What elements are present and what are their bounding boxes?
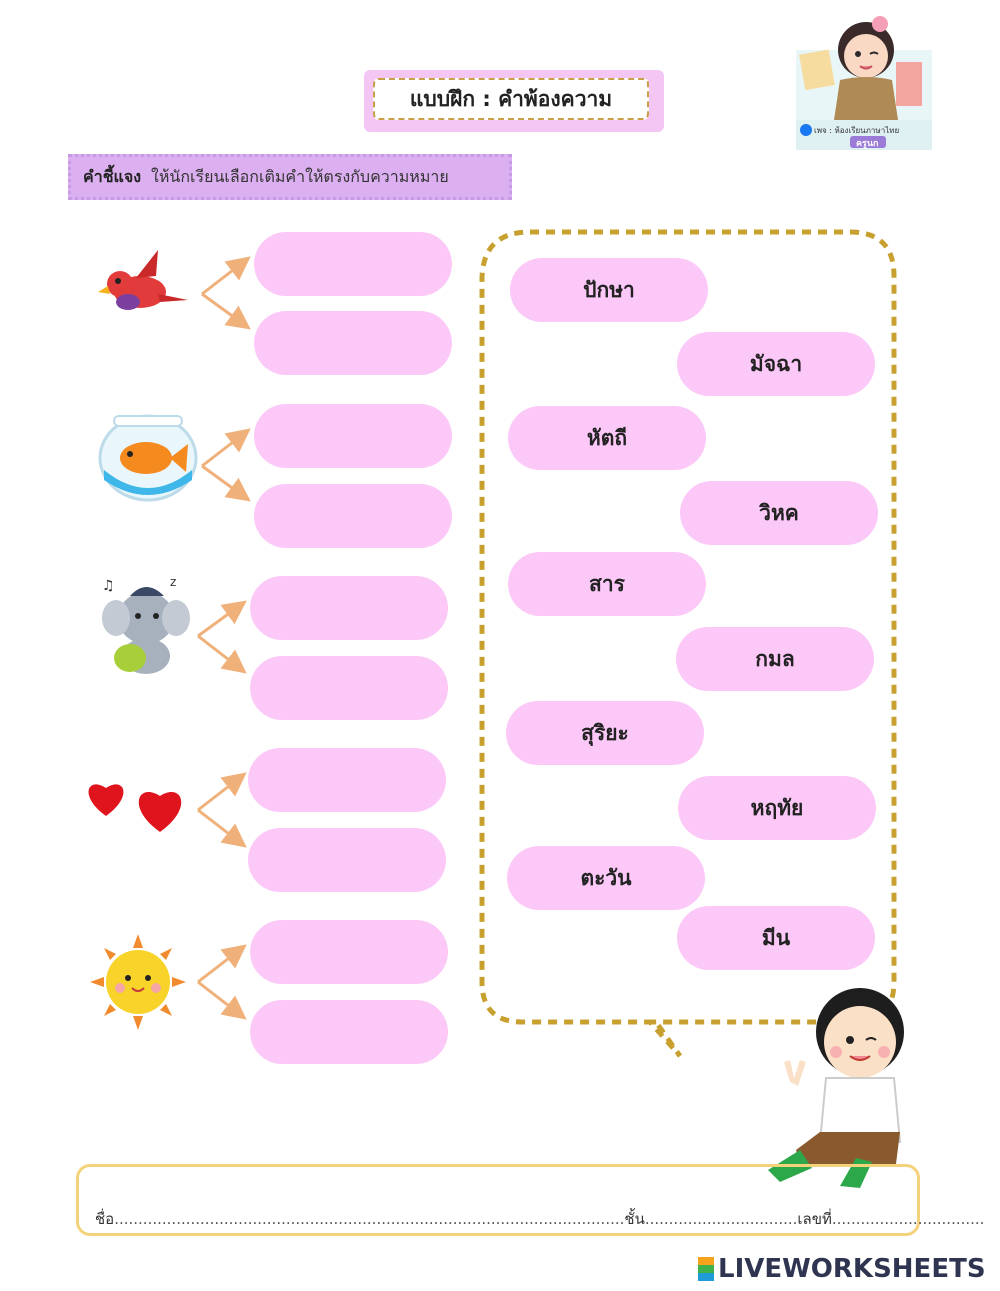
- logo-page-text: เพจ : ห้องเรียนภาษาไทย: [814, 126, 899, 135]
- arrow: [197, 808, 247, 848]
- word-option[interactable]: สาร: [508, 552, 706, 616]
- answer-slot-elephant-2[interactable]: [250, 656, 448, 720]
- arrow: [201, 256, 251, 296]
- answer-slot-sun-1[interactable]: [250, 920, 448, 984]
- instruction-text: ให้นักเรียนเลือกเติมคำให้ตรงกับความหมาย: [151, 166, 449, 186]
- arrow: [197, 772, 247, 812]
- answer-slot-heart-2[interactable]: [248, 828, 446, 892]
- sun-icon: [90, 934, 186, 1030]
- arrow: [201, 428, 251, 468]
- logo-name: ครูนก: [856, 139, 878, 149]
- instruction-label: คำชี้แจง: [83, 166, 142, 186]
- answer-slot-sun-2[interactable]: [250, 1000, 448, 1064]
- word-bank-bubble: [479, 229, 897, 1058]
- elephant-icon: ♫ z: [102, 575, 190, 674]
- class-label: ชั้น: [624, 1210, 645, 1228]
- title-box: แบบฝึก : คำพ้องความ: [364, 70, 664, 132]
- instruction-banner: คำชี้แจง ให้นักเรียนเลือกเติมคำให้ตรงกับ…: [68, 154, 512, 200]
- answer-slot-elephant-1[interactable]: [250, 576, 448, 640]
- name-label: ชื่อ: [95, 1210, 115, 1228]
- word-option[interactable]: กมล: [676, 627, 874, 691]
- arrow: [201, 292, 251, 330]
- number-label: เลขที่: [797, 1210, 832, 1228]
- page-title: แบบฝึก : คำพ้องความ: [373, 78, 649, 120]
- arrows-layer: [197, 256, 251, 1020]
- word-option[interactable]: มัจฉา: [677, 332, 875, 396]
- arrow: [197, 980, 247, 1020]
- teacher-logo: เพจ : ห้องเรียนภาษาไทย ครูนก: [796, 16, 932, 150]
- number-field[interactable]: ................................: [831, 1210, 985, 1228]
- student-info-bar: ชื่อ....................................…: [76, 1164, 984, 1236]
- svg-text:z: z: [170, 575, 176, 589]
- arrow: [197, 634, 247, 674]
- answer-slot-fish-2[interactable]: [254, 484, 452, 548]
- bird-icon: [98, 250, 188, 310]
- name-field[interactable]: ........................................…: [114, 1210, 625, 1228]
- word-option[interactable]: วิหค: [680, 481, 878, 545]
- liveworksheets-brand: LIVEWORKSHEETS: [698, 1254, 986, 1284]
- brand-text: LIVEWORKSHEETS: [718, 1254, 986, 1284]
- arrow: [201, 464, 251, 502]
- boy-illustration: [768, 988, 904, 1188]
- word-option[interactable]: สุริยะ: [506, 701, 704, 765]
- arrow: [197, 944, 247, 984]
- class-field[interactable]: ................................: [644, 1210, 798, 1228]
- word-option[interactable]: ตะวัน: [507, 846, 705, 910]
- word-option[interactable]: หฤทัย: [678, 776, 876, 840]
- liveworksheets-icon: [698, 1257, 714, 1281]
- answer-slot-bird-2[interactable]: [254, 311, 452, 375]
- answer-slot-bird-1[interactable]: [254, 232, 452, 296]
- fish-bowl-icon: [98, 414, 198, 502]
- word-option[interactable]: หัตถี: [508, 406, 706, 470]
- word-option[interactable]: ปักษา: [510, 258, 708, 322]
- student-info-line: ชื่อ....................................…: [95, 1207, 984, 1231]
- answer-slot-fish-1[interactable]: [254, 404, 452, 468]
- answer-slot-heart-1[interactable]: [248, 748, 446, 812]
- svg-text:♫: ♫: [102, 578, 115, 594]
- word-option[interactable]: มีน: [677, 906, 875, 970]
- arrow: [197, 600, 247, 638]
- hearts-icon: [88, 784, 182, 832]
